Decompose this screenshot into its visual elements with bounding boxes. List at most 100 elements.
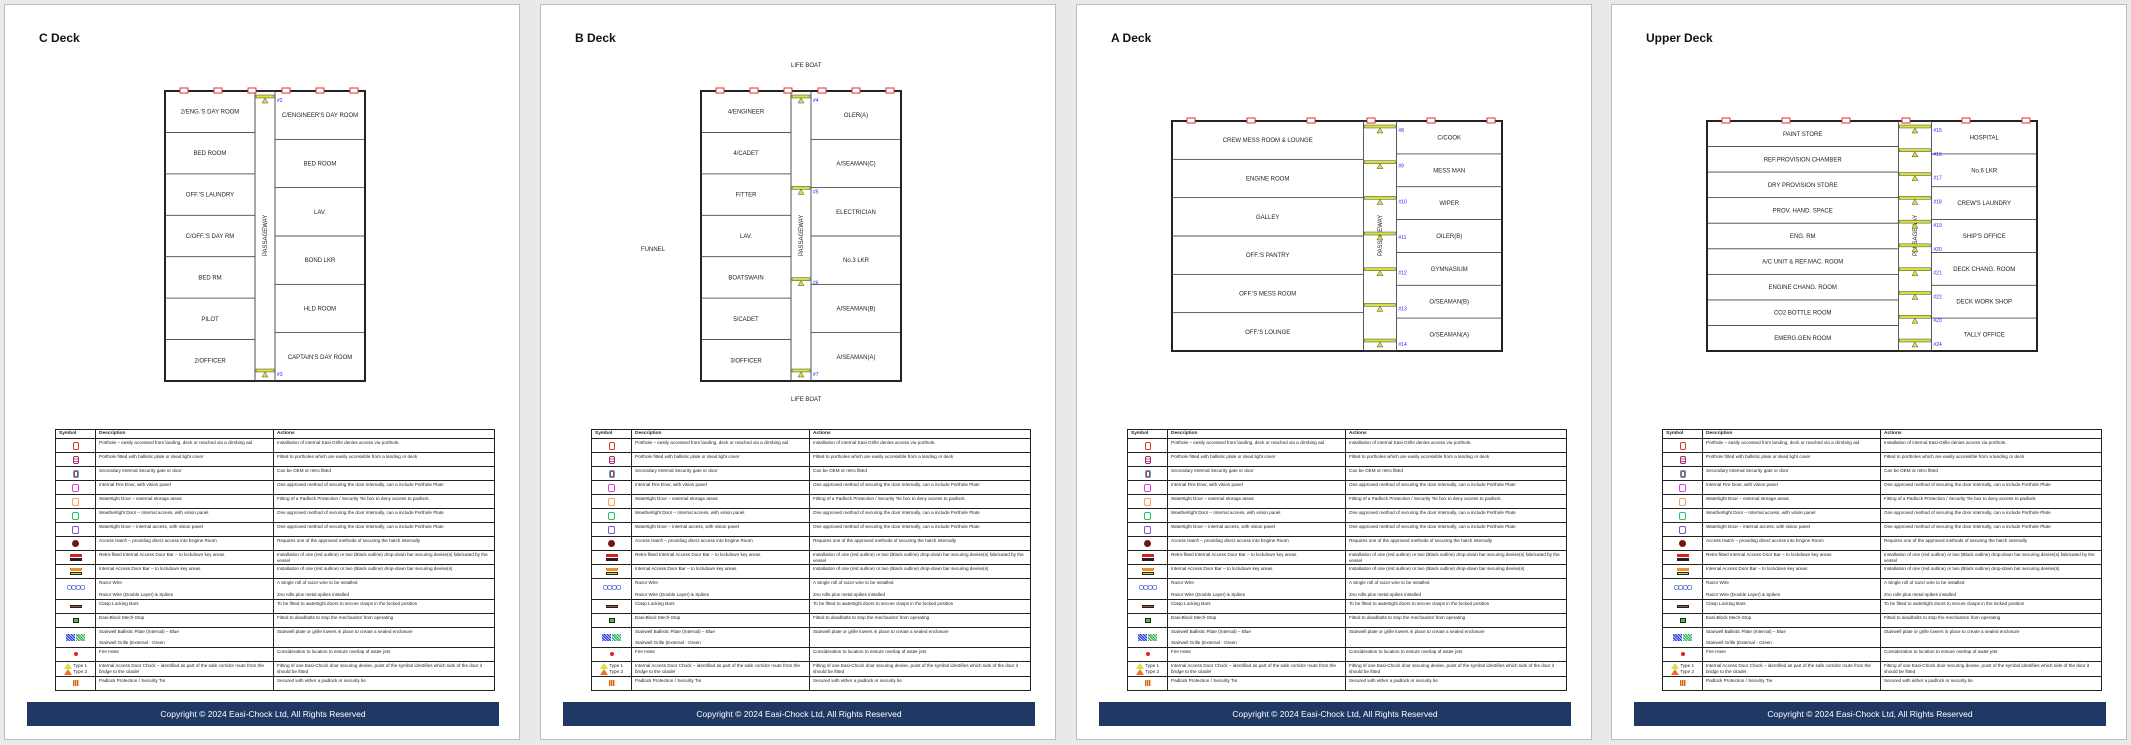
room-label: BOND LKR [305,258,336,264]
legend-actions: Fitted to portholes which are easily acc… [1880,452,2102,467]
legend-description: Clasp Locking Bars [95,598,274,614]
marker-number: #14 [1398,342,1407,348]
weathertight-door-green-icon [1662,508,1703,523]
legend-row: Access Hatch – providing direct access i… [1662,536,2102,551]
room-label: A/C UNIT & REF.MAC. ROOM [1762,260,1843,266]
door-chock-marker [797,371,805,378]
legend-actions: Stairwell plate or grille lowers in plac… [1345,626,1567,648]
fire-hose-icon [591,646,632,662]
security-gate-icon [591,466,632,481]
legend-row: Watertight Door – external storage areas… [591,494,1031,509]
legend-row: Retro-fitted Internal Access Door Bar – … [1662,549,2102,566]
door-chock-marker [261,97,269,104]
padlock-protection-icon [1662,675,1703,691]
legend-actions: Consideration to location to ensure over… [809,646,1031,662]
room-label: EMERG.GEN ROOM [1774,336,1831,342]
watertight-door-orange-icon [591,494,632,509]
door-bar-marker [1899,267,1931,271]
room-label: CREW'S LAUNDRY [1957,201,2011,207]
marker-number: #6 [813,281,819,287]
legend-description: Stairwell Ballistic Plate (Internal) – B… [631,626,810,648]
door-bar-marker [1364,124,1396,129]
legend-row: Weathertight Door – Internal access, wit… [1127,508,1567,523]
door-bar-marker [255,368,275,373]
legend-actions: One approved method of securing the door… [273,522,495,537]
fire-door-magenta-icon [1662,480,1703,495]
room [164,339,256,382]
legend-actions: A Single roll of razor wire to be instal… [809,578,1031,600]
legend-actions: One approved method of securing the door… [1880,522,2102,537]
legend-actions: Can be OEM or retro fitted [809,466,1031,481]
room-label: 5/CADET [733,317,759,323]
weathertight-door-green-icon [55,508,96,523]
room-label: OFF.'S LOUNGE [1245,330,1290,336]
legend-actions: Fitting of one Easi-Chock door securing … [1880,660,2102,677]
legend-row: Access Hatch – providing direct access i… [591,536,1031,551]
marker-number: #15 [1933,128,1942,134]
legend-actions: Fitting of a Padlock Protection / Securi… [1880,494,2102,509]
room-label: BOATSWAIN [728,275,763,281]
room-label: HOSPITAL [1970,135,2000,141]
legend-row: Secondary Internal Security gate or door… [55,466,495,481]
marker-number: #19 [1933,223,1942,229]
legend-row: Porthole fitted with ballistic plate or … [591,452,1031,467]
door-bar-marker [1364,267,1396,271]
legend-description: Porthole – easily accessed from landing,… [95,438,274,453]
door-bar-marker [1899,243,1931,248]
watertight-door-orange-icon [55,494,96,509]
legend-description: Weathertight Door – Internal access, wit… [1702,508,1881,523]
retro-door-bar-icon [1662,549,1703,566]
room-label: A/SEAMAN(B) [836,307,875,313]
door-chock-marker [1911,270,1919,276]
clasp-bar-icon [591,598,632,614]
legend-row: Porthole – easily accessed from landing,… [1662,438,2102,453]
legend-actions: Installation of one (red outline) or two… [809,549,1031,566]
room-label: A/SEAMAN(C) [836,162,875,168]
legend-row: Weathertight Door – Internal access, wit… [55,508,495,523]
room-label: CO2 BOTTLE ROOM [1774,311,1832,317]
door-bar-marker [1899,172,1931,176]
padlock-protection-icon [1127,675,1168,691]
marker-number: #9 [1398,164,1404,170]
door-chock-icon: Type 1 Type 2 [55,660,96,677]
room-label: ENGINE CHANG. ROOM [1769,285,1837,291]
legend-actions: One approved method of securing the door… [809,522,1031,537]
legend-description: Secondary Internal Security gate or door [1702,466,1881,481]
legend-row: Retro-fitted Internal Access Door Bar – … [1127,549,1567,566]
legend-description: Access Hatch – providing direct access i… [95,536,274,551]
porthole-marker [1901,117,1911,124]
room-label: BED ROOM [194,151,227,157]
legend-description: Clasp Locking Bars [1167,598,1346,614]
legend-row: Stairwell Ballistic Plate (Internal) – B… [55,626,495,648]
door-bar-marker [1899,196,1931,200]
room-label: FITTER [736,193,758,199]
door-chock-marker [261,371,269,378]
legend-actions: Requires one of the approved methods of … [809,536,1031,551]
legend-description: Internal Fire Door, with vision panel [95,480,274,495]
marker-number: #2 [277,98,283,104]
room [700,339,792,382]
marker-number: #22 [1933,294,1942,300]
door-chock-marker [1376,341,1384,348]
marker-number: #3 [277,372,283,378]
legend-actions: A Single roll of razor wire to be instal… [273,578,495,600]
legend-description: Retro-fitted Internal Access Door Bar – … [631,549,810,566]
room-label: GYMNASIUM [1431,267,1468,273]
legend-actions: Installation of internal Easi-Grille den… [1880,438,2102,453]
legend-actions: Requires one of the approved methods of … [273,536,495,551]
copyright-footer: Copyright © 2024 Easi-Chock Ltd, All Rig… [1099,702,1571,726]
marker-number: #17 [1933,176,1942,182]
room-label: PAINT STORE [1783,132,1822,138]
porthole-marker [1961,117,1971,124]
legend-description: Retro-fitted Internal Access Door Bar – … [95,549,274,566]
porthole-red-icon [1662,438,1703,453]
legend-column-header: Symbol [55,429,96,439]
